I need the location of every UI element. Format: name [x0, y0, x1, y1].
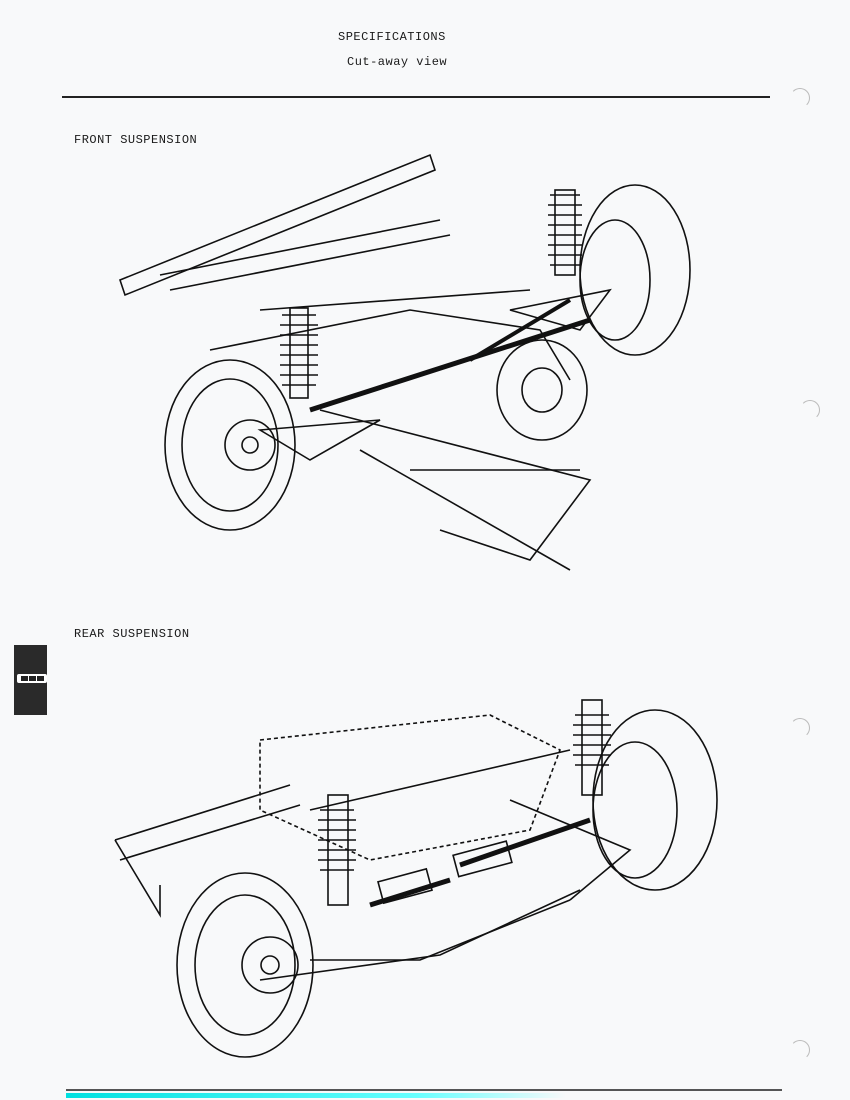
binder-hole-mark	[790, 718, 810, 738]
suspension-section-icon	[17, 674, 47, 683]
page-subtitle: Cut-away view	[347, 55, 448, 69]
footer-color-band	[66, 1093, 566, 1098]
rear-suspension-illustration	[114, 699, 718, 1058]
binder-hole-mark	[790, 1040, 810, 1060]
header-divider	[62, 96, 770, 98]
binder-hole-mark	[800, 400, 820, 420]
front-suspension-heading: FRONT SUSPENSION	[74, 133, 198, 147]
page-title: SPECIFICATIONS	[338, 30, 446, 44]
footer-divider	[66, 1089, 782, 1091]
section-tab-marker	[14, 645, 47, 715]
rear-suspension-heading: REAR SUSPENSION	[74, 627, 190, 641]
binder-hole-mark	[790, 88, 810, 108]
front-suspension-illustration	[119, 153, 691, 571]
